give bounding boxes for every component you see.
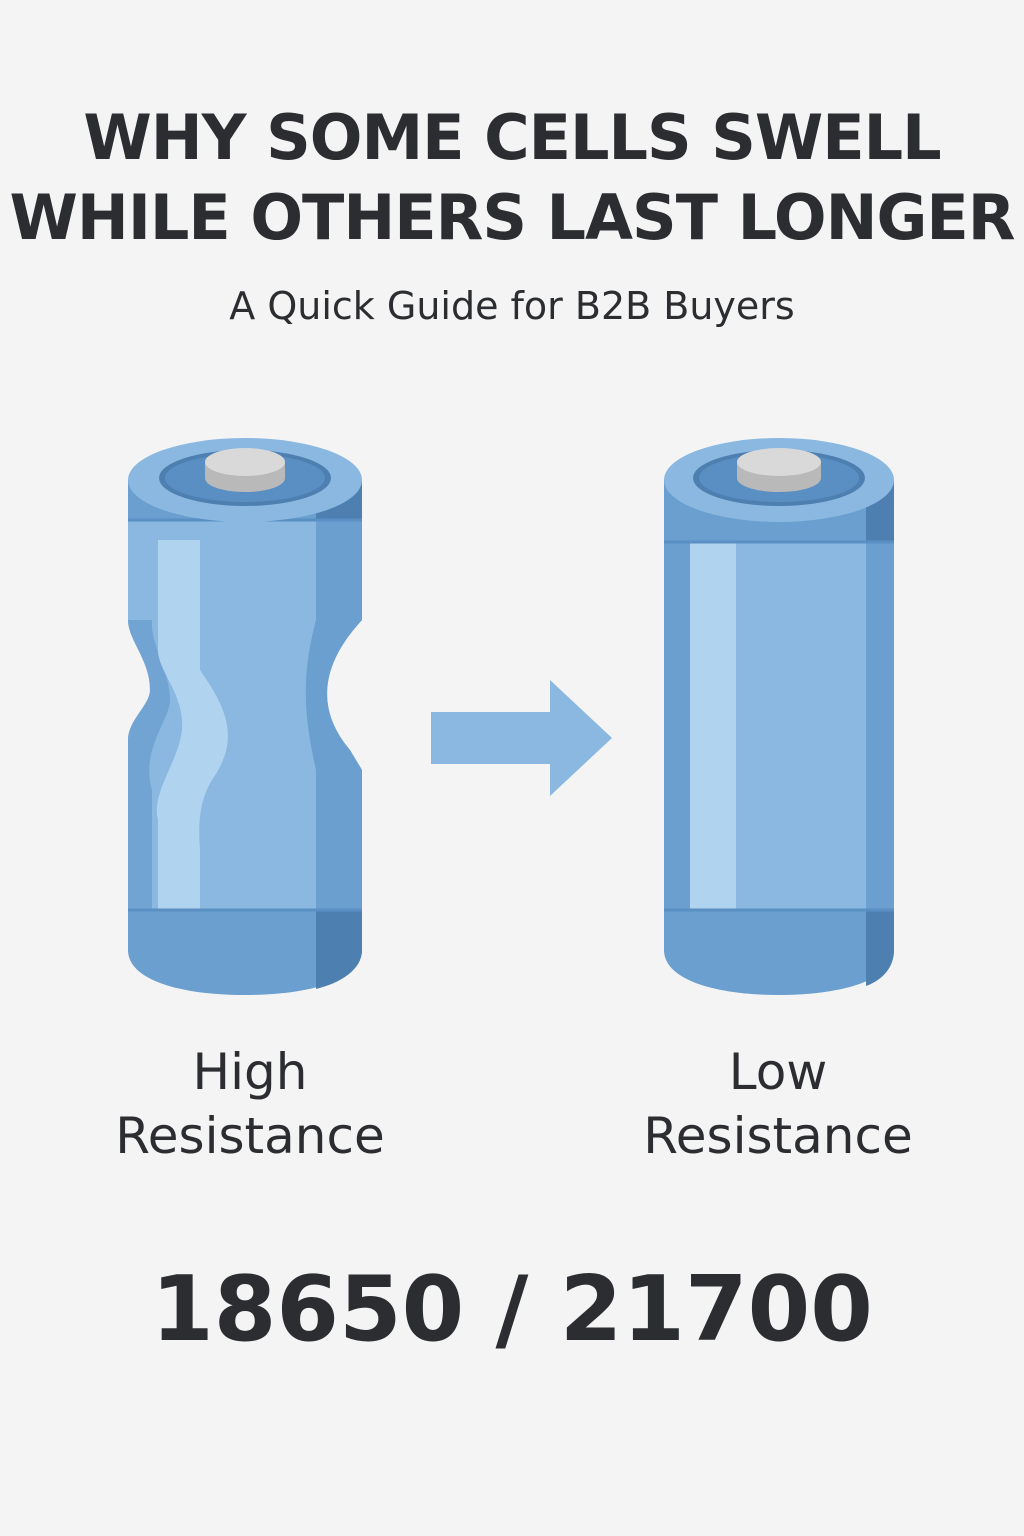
- battery-comparison-illustration: [128, 438, 894, 995]
- arrow-right-icon: [431, 680, 612, 796]
- swollen-battery-icon: [128, 438, 362, 995]
- high-resistance-label: High Resistance: [50, 1040, 450, 1168]
- title-line-1: WHY SOME CELLS SWELL: [83, 101, 941, 174]
- page-title: WHY SOME CELLS SWELL WHILE OTHERS LAST L…: [0, 98, 1024, 258]
- low-resistance-label-line-2: Resistance: [643, 1107, 913, 1165]
- healthy-battery-icon: [664, 438, 894, 995]
- low-resistance-label-line-1: Low: [728, 1043, 828, 1101]
- high-resistance-label-line-2: Resistance: [115, 1107, 385, 1165]
- high-resistance-label-line-1: High: [192, 1043, 308, 1101]
- subtitle: A Quick Guide for B2B Buyers: [229, 284, 795, 328]
- cell-format-caption: 18650 / 21700: [151, 1257, 873, 1362]
- title-line-2: WHILE OTHERS LAST LONGER: [9, 181, 1016, 254]
- low-resistance-label: Low Resistance: [578, 1040, 978, 1168]
